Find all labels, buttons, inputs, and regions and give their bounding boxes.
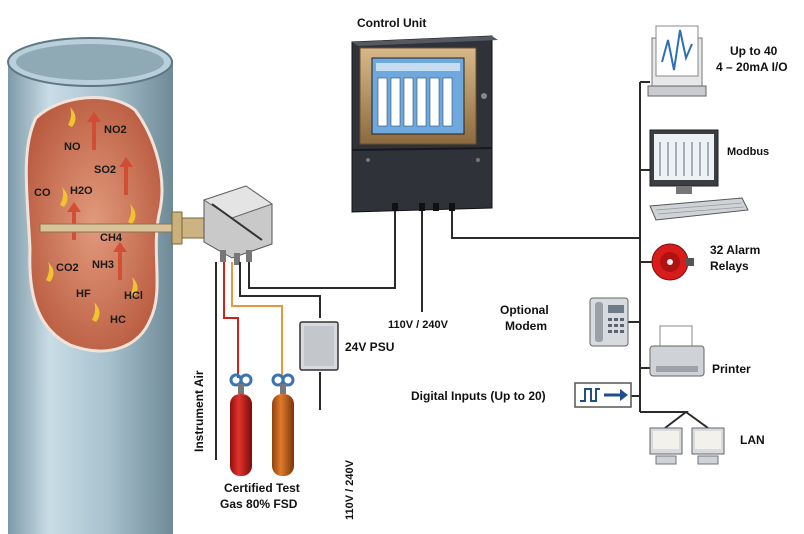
- psu-label: 24V PSU: [345, 340, 395, 354]
- io-label-line2: 4 – 20mA I/O: [716, 60, 788, 74]
- alarm-label-line2: Relays: [710, 259, 749, 273]
- gas-label-hf: HF: [76, 288, 91, 300]
- modem-label-line1: Optional: [500, 303, 549, 317]
- test-gas-label-line2: Gas 80% FSD: [220, 497, 298, 511]
- control-unit-screen-bars: [377, 77, 453, 127]
- gas-label-hc: HC: [110, 314, 126, 326]
- gas-cylinder-red: [229, 373, 253, 476]
- modem-phone: [589, 297, 629, 347]
- computer: [649, 129, 749, 221]
- gas-label-ch4: CH4: [100, 232, 123, 244]
- chart-recorder: [647, 25, 707, 97]
- alarm-bell: [651, 243, 694, 281]
- gas-cylinder-orange: [271, 373, 295, 476]
- instrument-air-label: Instrument Air: [192, 370, 206, 452]
- lan-label: LAN: [740, 433, 765, 447]
- printer: [649, 325, 705, 377]
- mains-label-vertical: 110V / 240V: [344, 460, 356, 520]
- alarm-label-line1: 32 Alarm: [710, 243, 761, 257]
- gas-label-no2: NO2: [104, 124, 127, 136]
- mains-label-horizontal: 110V / 240V: [388, 319, 448, 331]
- gas-label-h2o: H2O: [70, 185, 93, 197]
- gas-label-so2: SO2: [94, 164, 117, 176]
- gas-label-co: CO: [34, 187, 51, 199]
- control-unit: [351, 35, 498, 213]
- control-unit-label: Control Unit: [357, 16, 427, 30]
- analyzer-head: [202, 185, 274, 265]
- gas-tubes: [223, 262, 283, 378]
- psu-box: [299, 321, 339, 371]
- modbus-label: Modbus: [727, 146, 770, 158]
- flame-icons: [46, 107, 138, 322]
- lan-computers: [649, 427, 725, 465]
- gas-label-co2: CO2: [56, 262, 79, 274]
- gas-arrows: [67, 112, 133, 280]
- io-label-line1: Up to 40: [730, 44, 778, 58]
- printer-label: Printer: [712, 362, 751, 376]
- digital-input: [574, 382, 632, 408]
- gas-label-no: NO: [64, 141, 81, 153]
- modem-label-line2: Modem: [505, 319, 547, 333]
- gas-label-hcl: HCl: [124, 290, 143, 302]
- test-gas-label-line1: Certified Test: [224, 481, 300, 495]
- gas-label-nh3: NH3: [92, 259, 115, 271]
- connection-lines: [215, 81, 709, 460]
- digital-inputs-label: Digital Inputs (Up to 20): [411, 389, 546, 403]
- gas-duct: [7, 37, 173, 534]
